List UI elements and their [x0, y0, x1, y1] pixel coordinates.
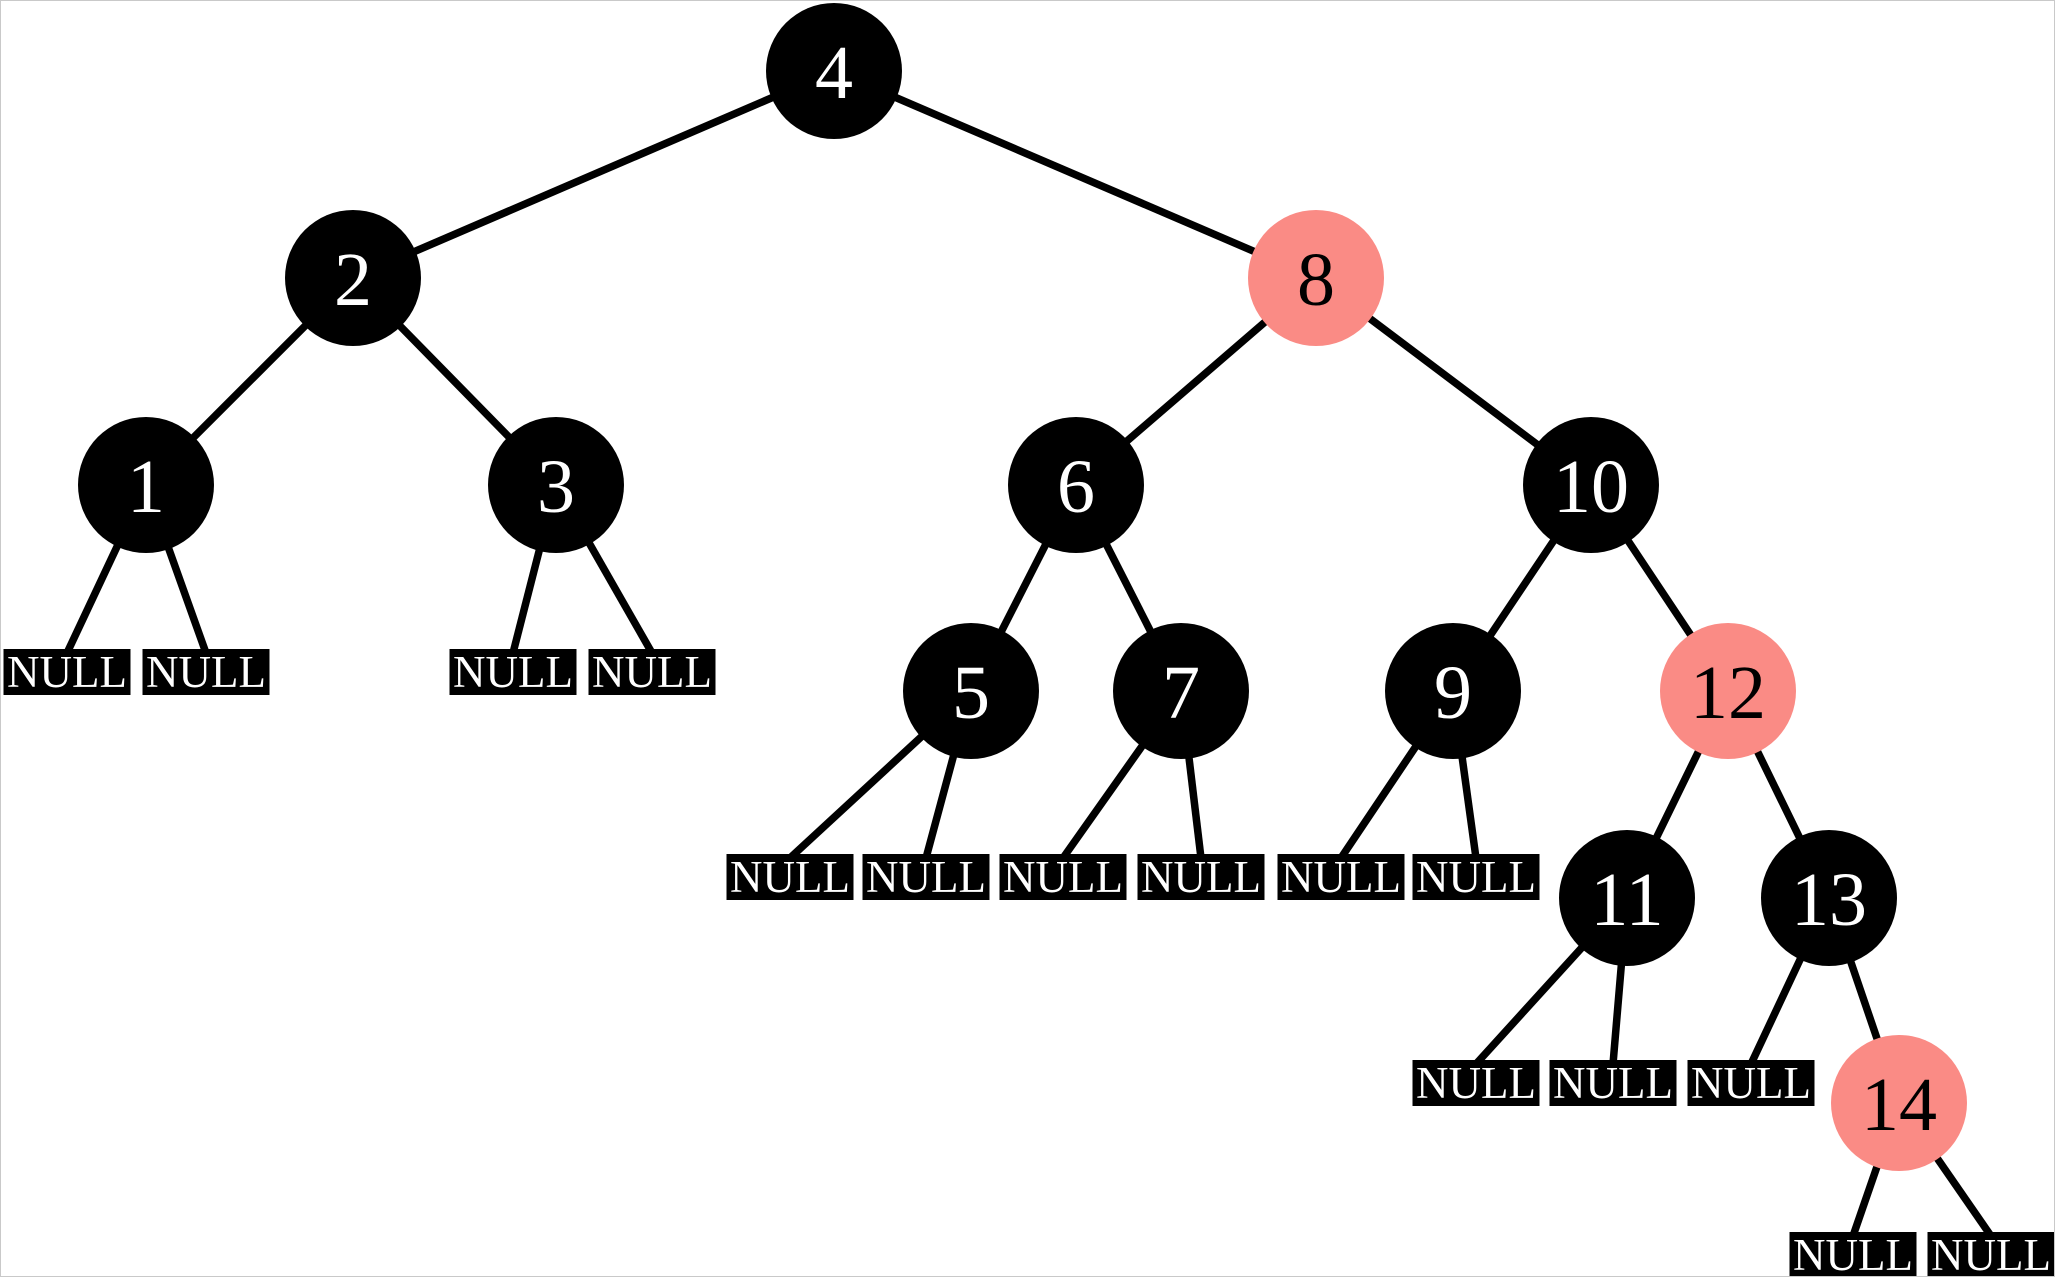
null-leaf-rect: [1549, 1060, 1677, 1106]
tree-node-6: 6: [1008, 417, 1144, 553]
tree-node-12: 12: [1660, 623, 1796, 759]
tree-node-7: 7: [1113, 623, 1249, 759]
null-leaf-label: NULL: [1281, 852, 1401, 902]
black-node-circle: [1385, 623, 1521, 759]
tree-node-label: 9: [1434, 651, 1472, 735]
null-leaf-box: NULL: [142, 647, 270, 697]
null-leaf-label: NULL: [1691, 1058, 1811, 1108]
null-leaf-box: NULL: [588, 647, 716, 697]
null-leaf-label: NULL: [730, 852, 850, 902]
tree-node-5: 5: [903, 623, 1039, 759]
black-node-circle: [285, 210, 421, 346]
black-node-circle: [78, 417, 214, 553]
black-node-circle: [1523, 417, 1659, 553]
tree-node-3: 3: [488, 417, 624, 553]
null-leaf-box: NULL: [1549, 1058, 1677, 1108]
tree-node-2: 2: [285, 210, 421, 346]
null-leaf-box: NULL: [449, 647, 577, 697]
tree-node-label: 12: [1690, 651, 1766, 735]
null-leaf-label: NULL: [7, 647, 127, 697]
null-leaf-box: NULL: [1687, 1058, 1815, 1108]
null-leaf-label: NULL: [453, 647, 573, 697]
tree-node-10: 10: [1523, 417, 1659, 553]
null-leaf-rect: [142, 649, 270, 695]
tree-edge: [351, 67, 836, 282]
null-leaf-rect: [1412, 854, 1540, 900]
black-node-circle: [1761, 830, 1897, 966]
null-leaf-rect: [1277, 854, 1405, 900]
red-node-circle: [1831, 1035, 1967, 1171]
tree-node-label: 13: [1791, 858, 1867, 942]
tree-node-label: 14: [1861, 1063, 1937, 1147]
null-leaf-rect: [999, 854, 1127, 900]
tree-node-4: 4: [766, 3, 902, 139]
null-leaf-rect: [3, 649, 131, 695]
tree-node-14: 14: [1831, 1035, 1967, 1171]
red-node-circle: [1248, 210, 1384, 346]
tree-node-9: 9: [1385, 623, 1521, 759]
tree-node-label: 6: [1057, 445, 1095, 529]
tree-edge: [832, 67, 1318, 282]
tree-node-label: 8: [1297, 238, 1335, 322]
tree-node-1: 1: [78, 417, 214, 553]
null-leaf-box: NULL: [1789, 1230, 1917, 1277]
tree-node-13: 13: [1761, 830, 1897, 966]
null-leaf-label: NULL: [1416, 1058, 1536, 1108]
null-leaf-box: NULL: [862, 852, 990, 902]
null-leaf-box: NULL: [1137, 852, 1265, 902]
null-leaf-label: NULL: [1931, 1230, 2051, 1277]
black-node-circle: [488, 417, 624, 553]
null-leaf-box: NULL: [726, 852, 854, 902]
tree-node-label: 11: [1590, 858, 1663, 942]
null-leaf-box: NULL: [999, 852, 1127, 902]
null-leaves-layer: NULL NULL NULL NULL NULL NULL NULL NULL NULL NULL…: [3, 647, 2054, 1277]
null-leaf-label: NULL: [1416, 852, 1536, 902]
null-leaf-rect: [726, 854, 854, 900]
tree-node-8: 8: [1248, 210, 1384, 346]
null-leaf-box: NULL: [1412, 852, 1540, 902]
tree-node-11: 11: [1559, 830, 1695, 966]
null-leaf-rect: [1412, 1060, 1540, 1106]
null-leaf-rect: [1789, 1232, 1917, 1276]
null-leaf-box: NULL: [1277, 852, 1405, 902]
tree-node-label: 2: [334, 238, 372, 322]
tree-node-label: 1: [127, 445, 165, 529]
tree-node-label: 5: [952, 651, 990, 735]
black-node-circle: [1008, 417, 1144, 553]
tree-node-label: 3: [537, 445, 575, 529]
null-leaf-rect: [449, 649, 577, 695]
black-node-circle: [1559, 830, 1695, 966]
null-leaf-box: NULL: [1927, 1230, 2054, 1277]
null-leaf-label: NULL: [592, 647, 712, 697]
tree-node-label: 4: [815, 31, 853, 115]
null-leaf-rect: [588, 649, 716, 695]
tree-node-label: 7: [1162, 651, 1200, 735]
null-leaf-rect: [1687, 1060, 1815, 1106]
black-node-circle: [766, 3, 902, 139]
null-leaf-label: NULL: [146, 647, 266, 697]
null-leaf-box: NULL: [1412, 1058, 1540, 1108]
null-leaf-label: NULL: [1003, 852, 1123, 902]
null-leaf-label: NULL: [866, 852, 986, 902]
null-leaf-label: NULL: [1793, 1230, 1913, 1277]
black-node-circle: [903, 623, 1039, 759]
null-leaf-rect: [862, 854, 990, 900]
black-node-circle: [1113, 623, 1249, 759]
null-leaf-rect: [1137, 854, 1265, 900]
null-leaf-label: NULL: [1141, 852, 1261, 902]
red-node-circle: [1660, 623, 1796, 759]
null-leaf-rect: [1927, 1232, 2054, 1276]
tree-node-label: 10: [1553, 445, 1629, 529]
null-leaf-label: NULL: [1553, 1058, 1673, 1108]
null-leaf-box: NULL: [3, 647, 131, 697]
